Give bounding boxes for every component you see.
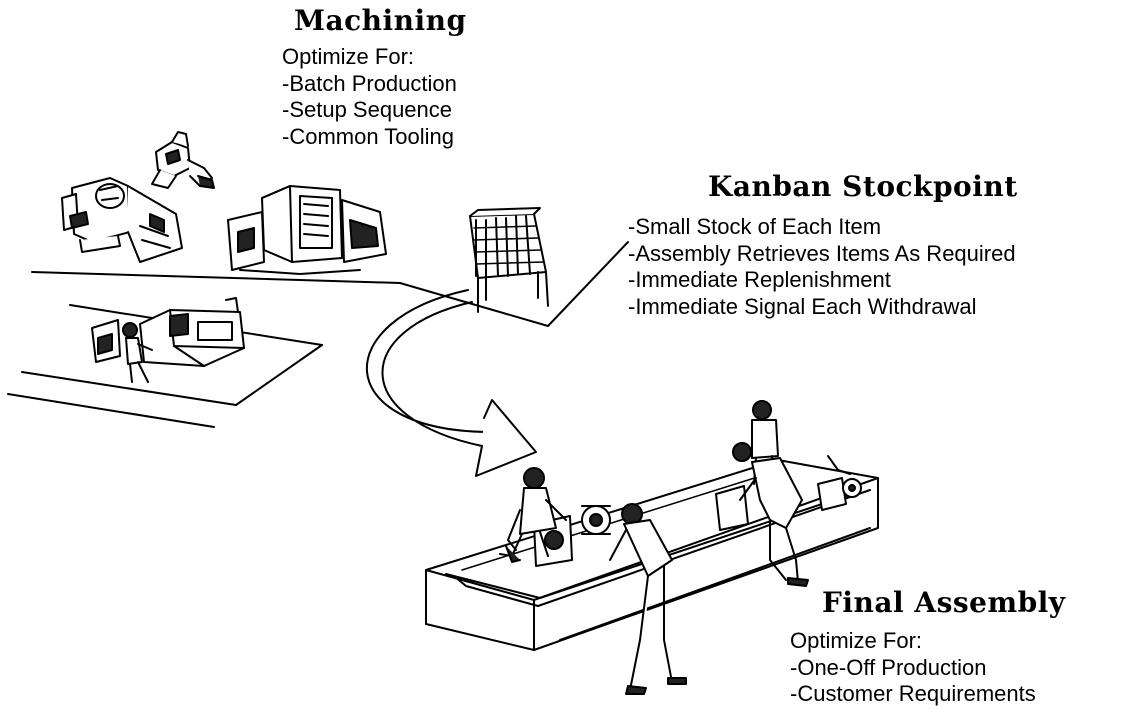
machine-left-illustration [62,178,182,262]
kanban-line: -Immediate Replenishment [628,267,1016,294]
kanban-list: -Small Stock of Each Item -Assembly Retr… [628,214,1016,320]
cnc-machine-illustration [228,186,386,274]
kanban-title: Kanban Stockpoint [708,170,1018,203]
assembly-line: -One-Off Production [790,655,1036,682]
assembly-line: Optimize For: [790,628,1036,655]
robot-arm-illustration [152,132,214,188]
assembly-title: Final Assembly [822,586,1066,619]
assembly-list: Optimize For: -One-Off Production -Custo… [790,628,1036,708]
kanban-line: -Assembly Retrieves Items As Required [628,241,1016,268]
machining-line: Optimize For: [282,44,457,71]
kanban-line: -Small Stock of Each Item [628,214,1016,241]
assembly-line: -Customer Requirements [790,681,1036,708]
curved-arrow-icon [367,290,536,476]
kanban-line: -Immediate Signal Each Withdrawal [628,294,1016,321]
machining-list: Optimize For: -Batch Production -Setup S… [282,44,457,150]
lathe-machine-illustration [92,298,244,366]
kanban-rack-illustration [470,208,548,312]
machining-line: -Common Tooling [282,124,457,151]
machining-line: -Batch Production [282,71,457,98]
machining-line: -Setup Sequence [282,97,457,124]
machining-title: Machining [294,4,467,37]
